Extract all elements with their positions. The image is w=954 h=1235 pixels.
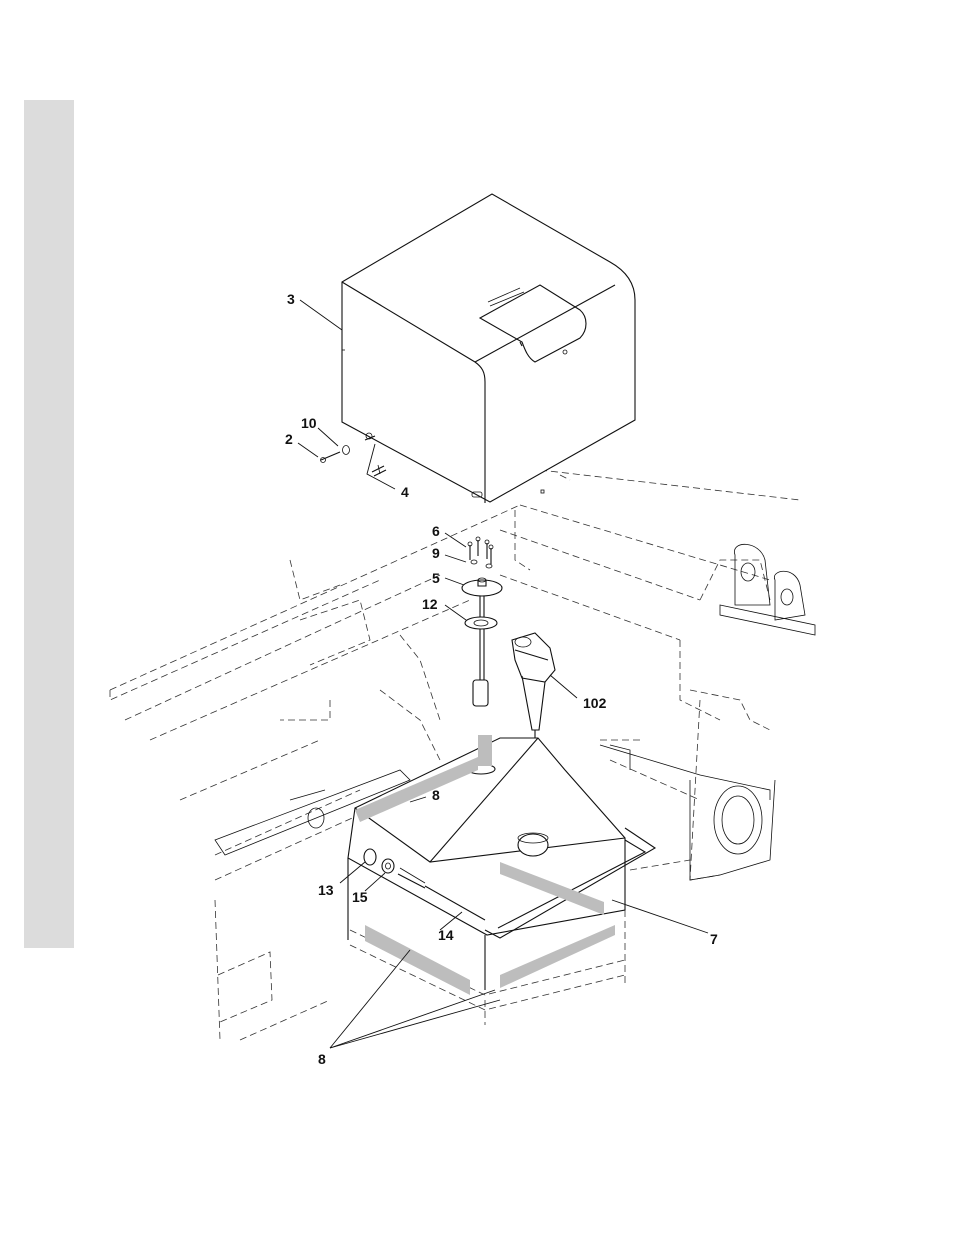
callout-8-bottom: 8 bbox=[318, 1051, 326, 1067]
callout-8-top: 8 bbox=[432, 787, 440, 803]
callout-15: 15 bbox=[352, 889, 368, 905]
callout-6: 6 bbox=[432, 523, 440, 539]
callout-2: 2 bbox=[285, 431, 293, 447]
callout-4: 4 bbox=[401, 484, 409, 500]
callout-3: 3 bbox=[287, 291, 295, 307]
part-5-fuel-sender bbox=[462, 578, 502, 706]
part-12-gasket bbox=[465, 617, 497, 629]
callout-7: 7 bbox=[710, 931, 718, 947]
callout-9: 9 bbox=[432, 545, 440, 561]
callout-14: 14 bbox=[438, 927, 454, 943]
sender-screws bbox=[468, 537, 493, 568]
callout-10: 10 bbox=[301, 415, 317, 431]
callout-12: 12 bbox=[422, 596, 438, 612]
callout-102: 102 bbox=[583, 695, 607, 711]
fuel-tank bbox=[348, 738, 625, 1025]
part-3-tank-cover bbox=[342, 194, 635, 503]
callout-5: 5 bbox=[432, 570, 440, 586]
chassis-frame-phantom bbox=[110, 470, 800, 1040]
callout-13: 13 bbox=[318, 882, 334, 898]
